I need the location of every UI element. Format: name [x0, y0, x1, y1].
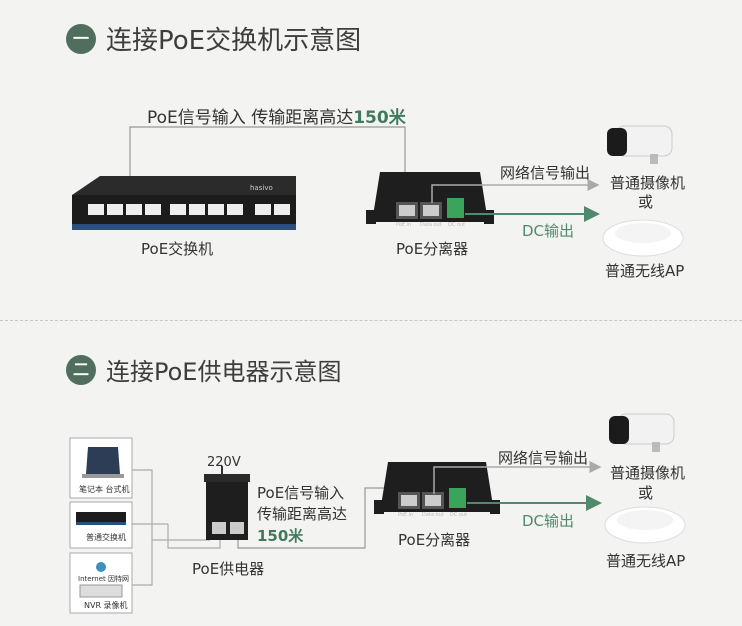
ap-1-icon	[602, 219, 684, 257]
device-box-switch	[69, 501, 133, 549]
s1-signal-value: 150米	[353, 108, 406, 128]
section1-title: 一 连接PoE交换机示意图	[66, 20, 361, 57]
poe-injector-device	[204, 474, 250, 540]
injector-label: PoE供电器	[192, 560, 265, 578]
section2-title-text: 连接PoE供电器示意图	[106, 358, 342, 386]
camera-1-icon	[607, 125, 673, 164]
s2-network-output-label: 网络信号输出	[498, 449, 589, 467]
s2-signal-line1: PoE信号输入	[257, 484, 345, 502]
section2-badge: 二	[66, 354, 96, 385]
s2-signal-value: 150米	[257, 527, 304, 545]
s2-camera-label: 普通摄像机	[610, 464, 686, 482]
s1-signal-label: PoE信号输入 传输距离高达150米	[147, 103, 406, 128]
section1-title-text: 连接PoE交换机示意图	[106, 26, 362, 56]
device-box-laptop	[69, 437, 133, 499]
s1-camera-label: 普通摄像机	[610, 174, 686, 192]
device-line-laptop	[132, 469, 210, 541]
section2-title: 二 连接PoE供电器示意图	[66, 352, 341, 387]
section-divider	[0, 320, 742, 321]
s2-port-label-dc: DC out	[450, 512, 467, 518]
s1-ap-label: 普通无线AP	[605, 262, 685, 280]
s1-port-label-poe: PoE in	[396, 222, 411, 228]
splitter-2-label: PoE分离器	[398, 531, 471, 549]
s1-port-label-dc: DC out	[448, 222, 465, 228]
s1-port-label-data: Data out	[420, 222, 442, 228]
device-label-internet: Internet 因特网	[78, 575, 130, 583]
device-label-switch: 普通交换机	[86, 533, 126, 542]
s2-signal-line2: 传输距离高达	[257, 505, 348, 523]
s2-or-label: 或	[638, 484, 654, 502]
network-output-arrow-2	[433, 461, 602, 494]
splitter-1-label: PoE分离器	[396, 240, 469, 258]
s2-dc-output-label: DC输出	[522, 512, 575, 530]
s1-signal-prefix: PoE信号输入 传输距离高达	[147, 108, 354, 128]
switch-brand: hasivo	[250, 184, 273, 192]
voltage-label: 220V	[207, 455, 241, 470]
s1-or-label: 或	[638, 193, 654, 211]
section1-badge: 一	[66, 23, 96, 54]
network-output-arrow-1	[431, 179, 600, 203]
ap-2-icon	[604, 506, 686, 544]
camera-2-icon	[609, 413, 675, 452]
s1-dc-output-label: DC输出	[522, 222, 575, 240]
s2-port-label-poe: PoE in	[398, 512, 413, 518]
s1-network-output-label: 网络信号输出	[500, 164, 591, 182]
poe-switch-device	[72, 176, 296, 230]
device-box-nvr	[69, 552, 133, 614]
poe-splitter-2-device	[374, 462, 500, 514]
device-line-nvr	[132, 540, 153, 586]
device-label-nvr: NVR 录像机	[84, 601, 128, 610]
s2-ap-label: 普通无线AP	[606, 552, 686, 570]
poe-splitter-1-device	[366, 172, 494, 224]
poe-cable-1	[129, 126, 406, 207]
switch-label: PoE交换机	[141, 240, 214, 258]
s2-port-label-data: Data out	[422, 512, 444, 518]
device-label-laptop: 笔记本 台式机	[79, 485, 130, 494]
device-line-injector	[167, 524, 221, 549]
